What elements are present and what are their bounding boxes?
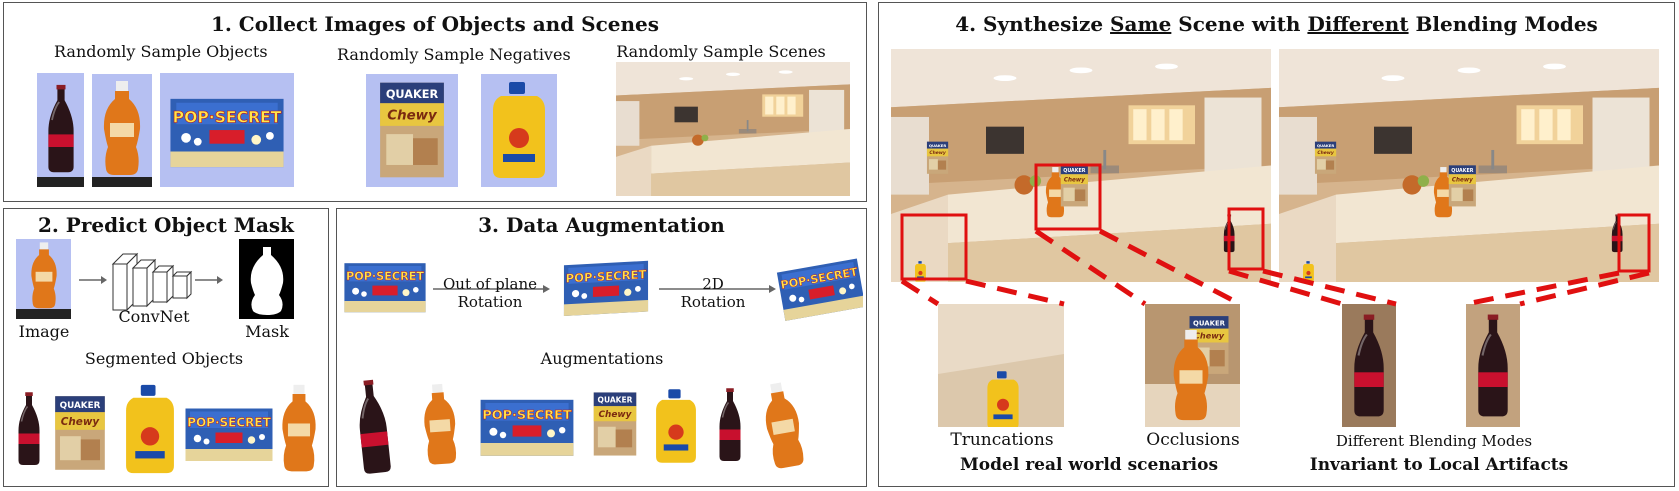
title-different: Different bbox=[1307, 12, 1409, 36]
scenes-label: Randomly Sample Scenes bbox=[616, 42, 826, 61]
title-part-1: 4. Synthesize bbox=[955, 12, 1111, 36]
augmented-cereal-box bbox=[593, 392, 637, 456]
input-image-thumbnail bbox=[16, 239, 71, 319]
segmented-cereal-box bbox=[55, 396, 105, 470]
synthesized-scene-left bbox=[891, 49, 1271, 282]
augmentations-row bbox=[353, 377, 807, 476]
augmented-coke-bottle-2 bbox=[718, 387, 742, 462]
blending-crop-2 bbox=[1466, 304, 1520, 427]
predicted-mask-thumbnail bbox=[239, 239, 294, 319]
image-label: Image bbox=[18, 322, 70, 341]
occlusion-crop bbox=[1145, 304, 1240, 427]
segmented-objects-row bbox=[17, 384, 316, 474]
mask-label: Mask bbox=[245, 322, 289, 341]
2d-rotation-label-2: Rotation bbox=[680, 293, 746, 311]
objects-label: Randomly Sample Objects bbox=[54, 42, 268, 61]
segmented-coke-bottle bbox=[17, 391, 41, 466]
real-world-label: Model real world scenarios bbox=[959, 455, 1219, 475]
object-photo-orange-bottle bbox=[92, 74, 152, 187]
title-part-2: Scene with bbox=[1171, 12, 1308, 36]
convnet-diagram bbox=[79, 252, 223, 312]
out-of-plane-label-2: Rotation bbox=[457, 293, 523, 311]
original-popcorn-box bbox=[344, 262, 426, 313]
segmented-objects-label: Segmented Objects bbox=[84, 349, 244, 368]
object-photo-coke-bottle bbox=[37, 73, 84, 187]
panel-augmentation-title: 3. Data Augmentation bbox=[478, 213, 725, 237]
object-photo-popcorn-box bbox=[160, 73, 294, 187]
title-same: Same bbox=[1110, 12, 1172, 36]
title-part-3: Blending Modes bbox=[1408, 12, 1598, 36]
panel-synthesize-title: 4. Synthesize Same Scene with Different … bbox=[879, 12, 1674, 36]
blending-modes-label: Different Blending Modes bbox=[1335, 432, 1533, 450]
augmented-detergent-jug bbox=[656, 389, 696, 463]
2d-rotated-box bbox=[776, 258, 863, 322]
panel-predict-mask: 2. Predict Object Mask Image ConvNet Mas… bbox=[3, 208, 329, 487]
panel-augmentation: 3. Data Augmentation Out of plane Rotati… bbox=[336, 208, 867, 487]
augmented-orange-bottle bbox=[421, 383, 458, 466]
occlusions-label: Occlusions bbox=[1146, 430, 1240, 450]
negative-photo-cereal-box bbox=[366, 74, 458, 187]
augmented-coke-bottle-1 bbox=[353, 377, 393, 476]
augmented-popcorn-box bbox=[480, 399, 574, 457]
segmented-orange-bottle bbox=[282, 384, 316, 472]
augmented-orange-bottle-2 bbox=[759, 380, 807, 470]
out-of-plane-label-1: Out of plane bbox=[443, 275, 537, 293]
blending-crop-1 bbox=[1342, 304, 1396, 427]
truncations-label: Truncations bbox=[950, 430, 1054, 450]
invariant-label: Invariant to Local Artifacts bbox=[1309, 455, 1569, 475]
negatives-label: Randomly Sample Negatives bbox=[337, 45, 571, 64]
scene-photo-kitchen bbox=[616, 62, 850, 196]
panel-collect: 1. Collect Images of Objects and Scenes … bbox=[3, 2, 867, 202]
segmented-popcorn-box bbox=[185, 408, 273, 462]
out-of-plane-rotated-box bbox=[563, 260, 649, 317]
panel-synthesize: 4. Synthesize Same Scene with Different … bbox=[878, 2, 1675, 487]
2d-rotation-label-1: 2D bbox=[702, 275, 724, 293]
synthesized-scene-right bbox=[1279, 49, 1659, 282]
augmentation-pipeline bbox=[344, 258, 863, 322]
truncation-crop bbox=[938, 304, 1064, 427]
convnet-label: ConvNet bbox=[118, 307, 190, 326]
segmented-detergent-jug bbox=[126, 384, 174, 474]
augmentations-label: Augmentations bbox=[540, 349, 664, 368]
panel-predict-title: 2. Predict Object Mask bbox=[37, 213, 295, 237]
panel-collect-title: 1. Collect Images of Objects and Scenes bbox=[210, 12, 660, 36]
negative-photo-detergent-jug bbox=[481, 74, 557, 187]
